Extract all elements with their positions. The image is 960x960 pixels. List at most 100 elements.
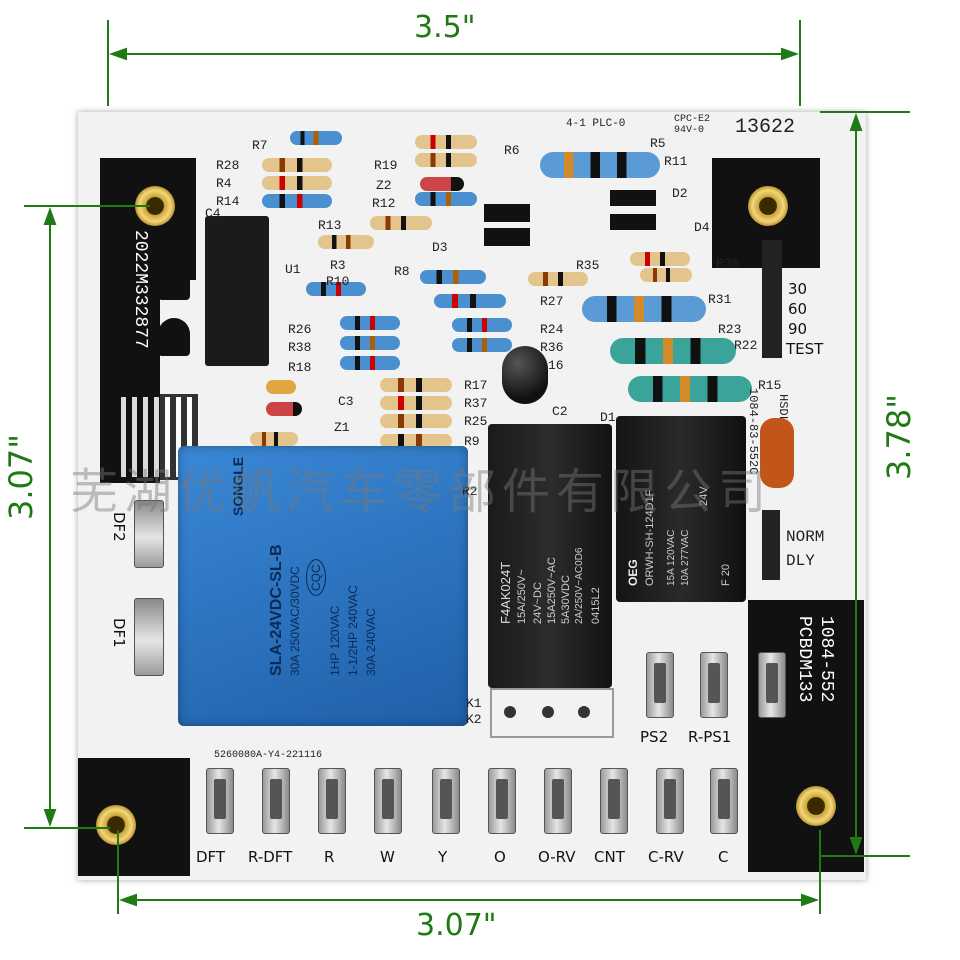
terminal-c-right[interactable] (758, 652, 786, 718)
label-r22: R22 (734, 338, 758, 353)
resistor-r15 (628, 376, 752, 402)
terminal-ps2[interactable] (646, 652, 674, 718)
label-d3: D3 (432, 240, 448, 255)
timing-30: 30 (788, 280, 808, 298)
resistor-r35 (528, 272, 588, 286)
dim-top-label: 3.5" (414, 10, 476, 45)
label-y: Y (438, 848, 448, 866)
label-o-rv: O-RV (538, 848, 576, 866)
label-r10: R10 (326, 274, 350, 289)
resistor-r31 (582, 296, 706, 322)
label-k2: K2 (466, 712, 482, 727)
label-r17: R17 (464, 378, 488, 393)
label-r2: R2 (462, 484, 478, 499)
terminal-r-dft[interactable] (262, 768, 290, 834)
label-r38: R38 (288, 340, 312, 355)
label-r: R (324, 848, 335, 866)
label-r8: R8 (394, 264, 410, 279)
label-z1: Z1 (334, 420, 350, 435)
transistor-2 (158, 318, 190, 356)
film-capacitor (760, 418, 794, 488)
capacitor-c3 (266, 380, 296, 394)
resistor-r18 (340, 356, 400, 370)
label-u1: U1 (285, 262, 301, 277)
label-r11: R11 (664, 154, 688, 169)
dim-right-label: 3.78" (880, 394, 918, 480)
resistor-r38 (340, 336, 400, 350)
label-c4: C4 (205, 206, 221, 221)
label-r-ps1: R-PS1 (688, 728, 732, 746)
ic-chip-u1 (205, 216, 269, 366)
terminal-r[interactable] (318, 768, 346, 834)
relay-k2-base (490, 688, 614, 738)
resistor-r19b (415, 153, 477, 167)
resistor-r7 (290, 131, 342, 145)
label-o: O (494, 848, 506, 866)
resistor-r5 (540, 152, 660, 178)
terminal-o-rv[interactable] (544, 768, 572, 834)
label-d1: D1 (600, 410, 616, 425)
capacitor-c2 (502, 346, 548, 404)
dim-right-arrow-top (849, 113, 863, 131)
label-r14: R14 (216, 194, 240, 209)
label-r24: R24 (540, 322, 564, 337)
dim-bottom-arrow-left (119, 893, 137, 907)
label-r13: R13 (318, 218, 342, 233)
label-r26: R26 (288, 322, 312, 337)
terminal-r-ps1[interactable] (700, 652, 728, 718)
resistor-r14 (262, 194, 332, 208)
terminal-o[interactable] (488, 768, 516, 834)
label-r5: R5 (650, 136, 666, 151)
mounting-hole-bottom-left (96, 805, 136, 845)
dly-label: DLY (786, 552, 815, 570)
label-cnt: CNT (594, 848, 625, 866)
label-w: W (380, 848, 395, 866)
label-z2: Z2 (376, 178, 392, 193)
resistor-r36 (452, 338, 512, 352)
label-r3: R3 (330, 258, 346, 273)
label-r18: R18 (288, 360, 312, 375)
label-r27: R27 (540, 294, 564, 309)
dim-bottom-label: 3.07" (416, 908, 497, 943)
dim-bottom-arrow-right (801, 893, 819, 907)
diode-d1 (484, 204, 530, 222)
dim-top-arrow-right (781, 47, 799, 61)
jumper-header[interactable] (762, 510, 780, 580)
terminal-df2[interactable] (134, 500, 164, 568)
terminal-dft[interactable] (206, 768, 234, 834)
label-r-dft: R-DFT (248, 848, 293, 866)
relay-k2: F4AK024T 15A/250V~ 24V~DC 15A250V~AC 5A3… (488, 424, 612, 688)
resistor-r12 (415, 192, 477, 206)
label-r30: R30 (716, 256, 740, 271)
terminal-c-bottom[interactable] (710, 768, 738, 834)
resistor-r19 (415, 135, 477, 149)
terminal-df1[interactable] (134, 598, 164, 676)
label-c-rv: C-RV (648, 848, 684, 866)
timing-header[interactable] (762, 240, 782, 358)
resistor-r25 (380, 414, 452, 428)
resistor-r3 (318, 235, 374, 249)
watermark-text: 芜湖优帆汽车零部件有限公司 (70, 464, 773, 520)
mounting-hole-top-right (748, 186, 788, 226)
resistor-r22 (610, 338, 736, 364)
label-r7: R7 (252, 138, 268, 153)
resistor-r13 (370, 216, 432, 230)
mounting-hole-bottom-right (796, 786, 836, 826)
terminal-w[interactable] (374, 768, 402, 834)
terminal-y[interactable] (432, 768, 460, 834)
label-plc: 4-1 PLC-0 (566, 118, 626, 130)
label-r23: R23 (718, 322, 742, 337)
label-r31: R31 (708, 292, 732, 307)
small-print: 5260080A-Y4-221116 (214, 750, 323, 761)
label-c-bottom: C (718, 848, 729, 866)
terminal-c-rv[interactable] (656, 768, 684, 834)
diode-d4 (610, 214, 656, 230)
resistor-r28 (262, 158, 332, 172)
resistor-r10 (306, 282, 366, 296)
label-ps2: PS2 (640, 728, 669, 746)
terminal-cnt[interactable] (600, 768, 628, 834)
label-r28: R28 (216, 158, 240, 173)
label-d4: D4 (694, 220, 710, 235)
label-dft: DFT (196, 848, 226, 866)
